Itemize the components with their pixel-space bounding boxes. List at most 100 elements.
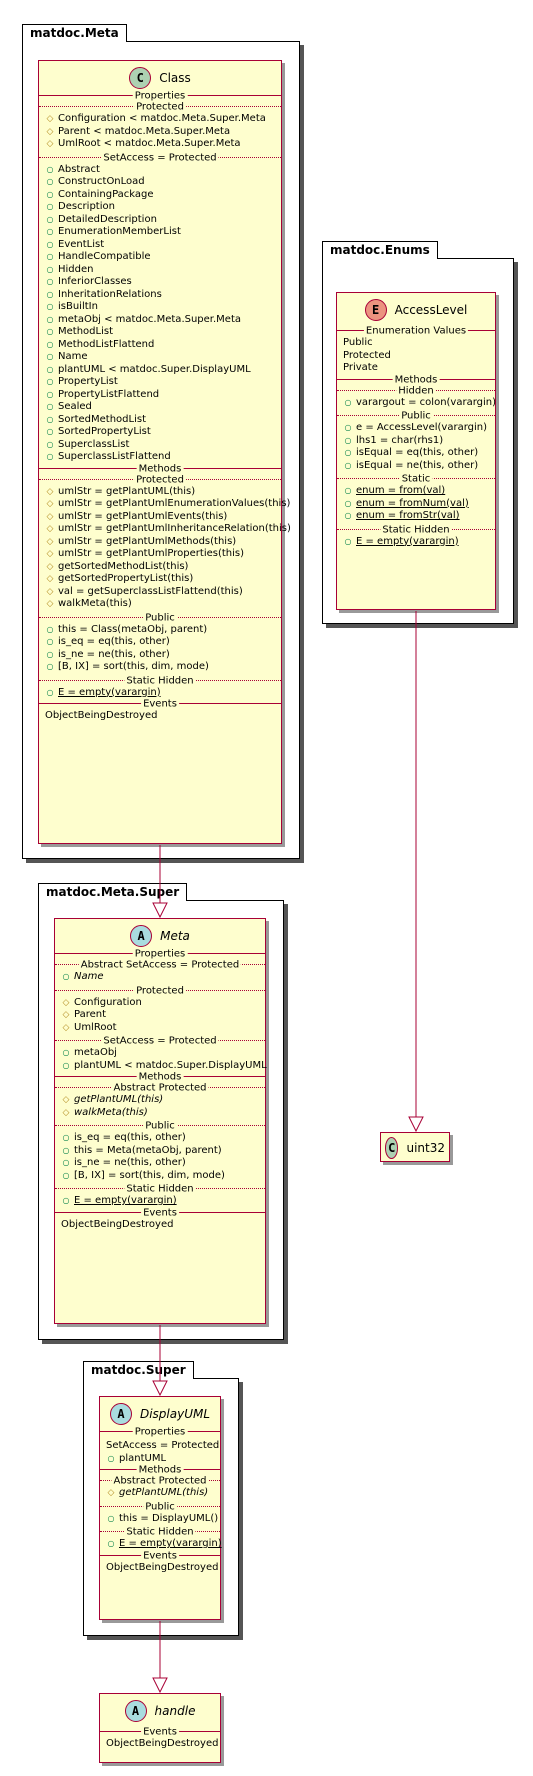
member-row: ConstructOnLoad [45, 176, 275, 189]
method-row: this = DisplayUML() [106, 1513, 218, 1526]
method-row: isEqual = ne(this, other) [343, 460, 489, 473]
member-row-text: Name [58, 351, 88, 362]
section-title: Properties [132, 1426, 188, 1438]
member-row-text: SortedMethodList [58, 413, 146, 425]
class-box-handle[interactable]: A handle Events ObjectBeingDestroyed [99, 1693, 221, 1763]
member-row-text: PropertyList [58, 376, 118, 387]
enum-value-row: Private [343, 362, 489, 375]
method-row-text: walkMeta(this) [74, 1106, 148, 1118]
method-row-text: this = DisplayUML() [119, 1512, 219, 1524]
member-row: InferiorClasses [45, 276, 275, 289]
enum-value-row-text: Private [343, 362, 378, 373]
group-title: Protected [134, 101, 186, 113]
event-row-text: ObjectBeingDestroyed [106, 1561, 219, 1573]
group-title: Static Hidden [380, 524, 452, 535]
member-row: Configuration [61, 997, 259, 1010]
method-row-text: walkMeta(this) [58, 598, 132, 609]
method-row-text: isEqual = ne(this, other) [356, 459, 479, 471]
member-row: metaObj < matdoc.Meta.Super.Meta [45, 314, 275, 327]
method-row-text: enum = fromStr(val) [356, 510, 460, 521]
member-row-text: plantUML [119, 1452, 167, 1464]
member-row: isBuiltIn [45, 301, 275, 314]
member-row-text: SuperclassListFlattend [58, 451, 171, 462]
method-row: E = empty(varargin) [61, 1195, 259, 1208]
method-row-text: E = empty(varargin) [74, 1195, 177, 1206]
section-methods: Abstract Protected getPlantUML(this)walk… [55, 1077, 265, 1212]
member-row: MethodListFlattend [45, 339, 275, 352]
section-title: Events [141, 1550, 179, 1561]
member-row: UmlRoot [61, 1022, 259, 1035]
member-row: SuperclassList [45, 439, 275, 452]
class-box-class[interactable]: C Class Properties Protected Configurati… [38, 60, 291, 844]
method-row-text: getPlantUML(this) [74, 1094, 164, 1105]
method-row: is_eq = eq(this, other) [45, 636, 275, 649]
class-c-icon: C [385, 1137, 399, 1159]
method-row: E = empty(varargin) [343, 536, 489, 549]
abstract-a-icon: A [109, 1403, 132, 1425]
method-row-text: umlStr = getPlantUML(this) [58, 485, 196, 497]
member-row: SortedMethodList [45, 414, 275, 427]
section-events: ObjectBeingDestroyed [100, 1732, 220, 1755]
member-row: Configuration < matdoc.Meta.Super.Meta [45, 113, 275, 126]
enum-value-row: Public [343, 337, 489, 350]
member-row-text: Abstract [58, 163, 100, 175]
member-row-text: Parent < matdoc.Meta.Super.Meta [58, 125, 231, 137]
class-box-displayuml[interactable]: A DisplayUML Properties SetAccess = Prot… [99, 1396, 222, 1620]
member-row-text: EnumerationMemberList [58, 226, 181, 237]
member-row: plantUML < matdoc.Super.DisplayUML [45, 364, 275, 377]
group-title: Static Hidden [124, 675, 196, 686]
class-box-meta[interactable]: A Meta Properties Abstract SetAccess = P… [54, 918, 267, 1324]
method-row-text: is_ne = ne(this, other) [74, 1157, 186, 1168]
enum-value-row-text: Public [343, 337, 373, 348]
member-row: Description [45, 201, 275, 214]
method-row: getPlantUML(this) [106, 1487, 214, 1500]
method-row: enum = fromStr(val) [343, 510, 489, 523]
method-row: e = AccessLevel(varargin) [343, 422, 489, 435]
method-row: umlStr = getPlantUML(this) [45, 486, 275, 499]
member-row-text: Configuration [74, 996, 142, 1008]
member-row: ContainingPackage [45, 189, 275, 202]
section-events: ObjectBeingDestroyed [39, 704, 281, 727]
class-box-uint32[interactable]: C uint32 [380, 1132, 450, 1162]
method-row: is_ne = ne(this, other) [61, 1157, 259, 1170]
member-row: Hidden [45, 264, 275, 277]
member-row: Name [45, 351, 275, 364]
method-row: [B, IX] = sort(this, dim, mode) [61, 1170, 259, 1183]
group-title: Public [143, 612, 177, 623]
member-row: Parent [61, 1009, 259, 1022]
section-properties: Abstract SetAccess = Protected Name Prot… [55, 954, 267, 1076]
section-title: Methods [136, 1464, 184, 1476]
method-row-text: varargout = colon(varargin) [356, 396, 497, 408]
method-row: E = empty(varargin) [106, 1538, 222, 1551]
member-row: DetailedDescription [45, 214, 275, 227]
section-title: Methods [136, 463, 184, 474]
abstract-a-icon: A [130, 925, 153, 947]
member-row: metaObj [61, 1047, 259, 1060]
section-properties: Protected Configuration < matdoc.Meta.Su… [39, 96, 281, 468]
method-row: umlStr = getPlantUmlEvents(this) [45, 511, 275, 524]
method-row-text: getSortedMethodList(this) [58, 560, 189, 572]
member-row-text: EventList [58, 238, 105, 250]
method-row: E = empty(varargin) [45, 687, 275, 700]
event-row-text: ObjectBeingDestroyed [61, 1218, 174, 1230]
section-title: Events [141, 1726, 179, 1738]
method-row-text: val = getSuperclassListFlattend(this) [58, 585, 243, 597]
member-row-text: UmlRoot [74, 1021, 117, 1033]
method-row: is_eq = eq(this, other) [61, 1132, 259, 1145]
method-row-text: is_eq = eq(this, other) [58, 636, 170, 647]
class-header: C uint32 [381, 1133, 449, 1163]
method-row-text: umlStr = getPlantUmlEnumerationValues(th… [58, 498, 291, 509]
event-row: ObjectBeingDestroyed [45, 710, 275, 723]
class-name: AccessLevel [394, 303, 468, 317]
group-title: Hidden [396, 385, 436, 396]
group-title: Abstract Protected [111, 1082, 209, 1094]
section-title: Properties [132, 90, 188, 102]
method-row-text: E = empty(varargin) [356, 535, 459, 547]
event-row-text: ObjectBeingDestroyed [45, 710, 158, 721]
method-row-text: getPlantUML(this) [119, 1487, 209, 1498]
method-row-text: [B, IX] = sort(this, dim, mode) [74, 1169, 225, 1181]
member-row: SuperclassListFlattend [45, 451, 275, 464]
